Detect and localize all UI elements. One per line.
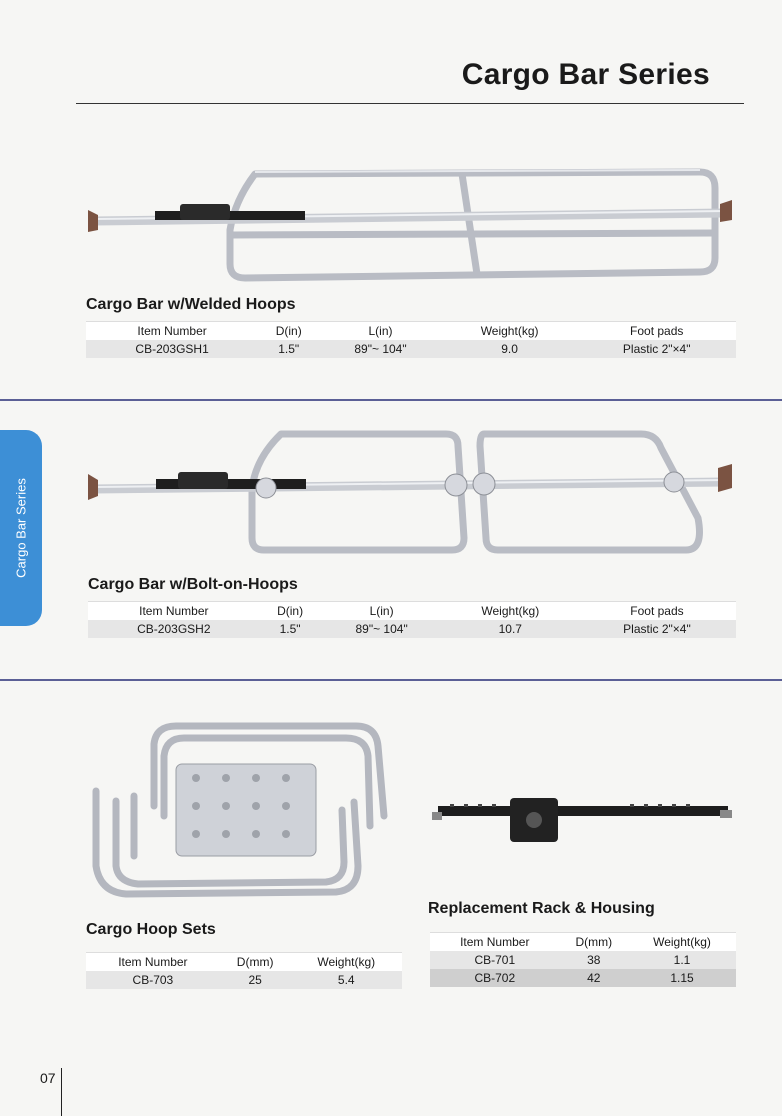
rack-housing-image xyxy=(432,798,732,842)
cell-length: 89"~ 104" xyxy=(319,340,442,358)
cell-item-number: CB-702 xyxy=(430,969,560,987)
header-diameter: D(mm) xyxy=(559,932,629,951)
cell-item-number: CB-203GSH1 xyxy=(86,340,259,358)
table-row: CB-703 25 5.4 xyxy=(86,971,402,989)
table-header-row: Item Number D(mm) Weight(kg) xyxy=(430,932,736,951)
cell-item-number: CB-703 xyxy=(86,971,220,989)
cell-diameter: 38 xyxy=(559,951,629,969)
hoop-sets-section-title: Cargo Hoop Sets xyxy=(86,921,216,938)
header-weight: Weight(kg) xyxy=(442,601,578,620)
table-row: CB-203GSH1 1.5" 89"~ 104" 9.0 Plastic 2"… xyxy=(86,340,736,358)
header-weight: Weight(kg) xyxy=(290,952,402,971)
cell-diameter: 42 xyxy=(559,969,629,987)
cell-diameter: 25 xyxy=(219,971,291,989)
table-row: CB-702 42 1.15 xyxy=(430,969,736,987)
header-item-number: Item Number xyxy=(88,601,260,620)
header-foot-pads: Foot pads xyxy=(577,321,736,340)
cell-weight: 9.0 xyxy=(441,340,578,358)
table-row: CB-701 38 1.1 xyxy=(430,951,736,969)
header-length: L(in) xyxy=(319,321,442,340)
header-diameter: D(mm) xyxy=(219,952,291,971)
cell-item-number: CB-203GSH2 xyxy=(88,620,260,638)
table-header-row: Item Number D(in) L(in) Weight(kg) Foot … xyxy=(86,321,736,340)
cell-weight: 1.15 xyxy=(628,969,736,987)
cell-foot-pads: Plastic 2"×4" xyxy=(577,620,736,638)
cell-item-number: CB-701 xyxy=(430,951,560,969)
header-item-number: Item Number xyxy=(86,952,220,971)
side-tab-label: Cargo Bar Series xyxy=(13,478,29,578)
hoop-sets-spec-table: Item Number D(mm) Weight(kg) CB-703 25 5… xyxy=(86,952,402,989)
cell-weight: 1.1 xyxy=(628,951,736,969)
header-weight: Weight(kg) xyxy=(628,932,736,951)
header-diameter: D(in) xyxy=(258,321,320,340)
cell-length: 89"~ 104" xyxy=(320,620,443,638)
section-divider xyxy=(0,679,782,681)
bolt-on-hoops-image xyxy=(88,430,732,554)
hoop-sets-image xyxy=(92,722,388,898)
header-item-number: Item Number xyxy=(86,321,259,340)
bolt-on-section-title: Cargo Bar w/Bolt-on-Hoops xyxy=(88,576,298,593)
page-number-rule xyxy=(61,1068,62,1116)
header-diameter: D(in) xyxy=(259,601,321,620)
welded-section-title: Cargo Bar w/Welded Hoops xyxy=(86,296,296,313)
title-rule xyxy=(76,103,744,104)
cell-weight: 10.7 xyxy=(442,620,578,638)
page-title: Cargo Bar Series xyxy=(461,58,710,91)
cell-diameter: 1.5" xyxy=(259,620,321,638)
cell-foot-pads: Plastic 2"×4" xyxy=(577,340,736,358)
header-weight: Weight(kg) xyxy=(441,321,578,340)
rack-section-title: Replacement Rack & Housing xyxy=(428,900,655,917)
header-foot-pads: Foot pads xyxy=(577,601,736,620)
header-item-number: Item Number xyxy=(430,932,560,951)
rack-spec-table: Item Number D(mm) Weight(kg) CB-701 38 1… xyxy=(430,932,736,987)
side-tab: Cargo Bar Series xyxy=(0,430,42,626)
cell-weight: 5.4 xyxy=(290,971,402,989)
header-length: L(in) xyxy=(320,601,443,620)
welded-hoops-image xyxy=(88,168,732,282)
cell-diameter: 1.5" xyxy=(258,340,320,358)
section-divider xyxy=(0,399,782,401)
page-number: 07 xyxy=(40,1070,56,1086)
table-header-row: Item Number D(in) L(in) Weight(kg) Foot … xyxy=(88,601,736,620)
welded-spec-table: Item Number D(in) L(in) Weight(kg) Foot … xyxy=(86,321,736,358)
table-row: CB-203GSH2 1.5" 89"~ 104" 10.7 Plastic 2… xyxy=(88,620,736,638)
table-header-row: Item Number D(mm) Weight(kg) xyxy=(86,952,402,971)
bolt-on-spec-table: Item Number D(in) L(in) Weight(kg) Foot … xyxy=(88,601,736,638)
